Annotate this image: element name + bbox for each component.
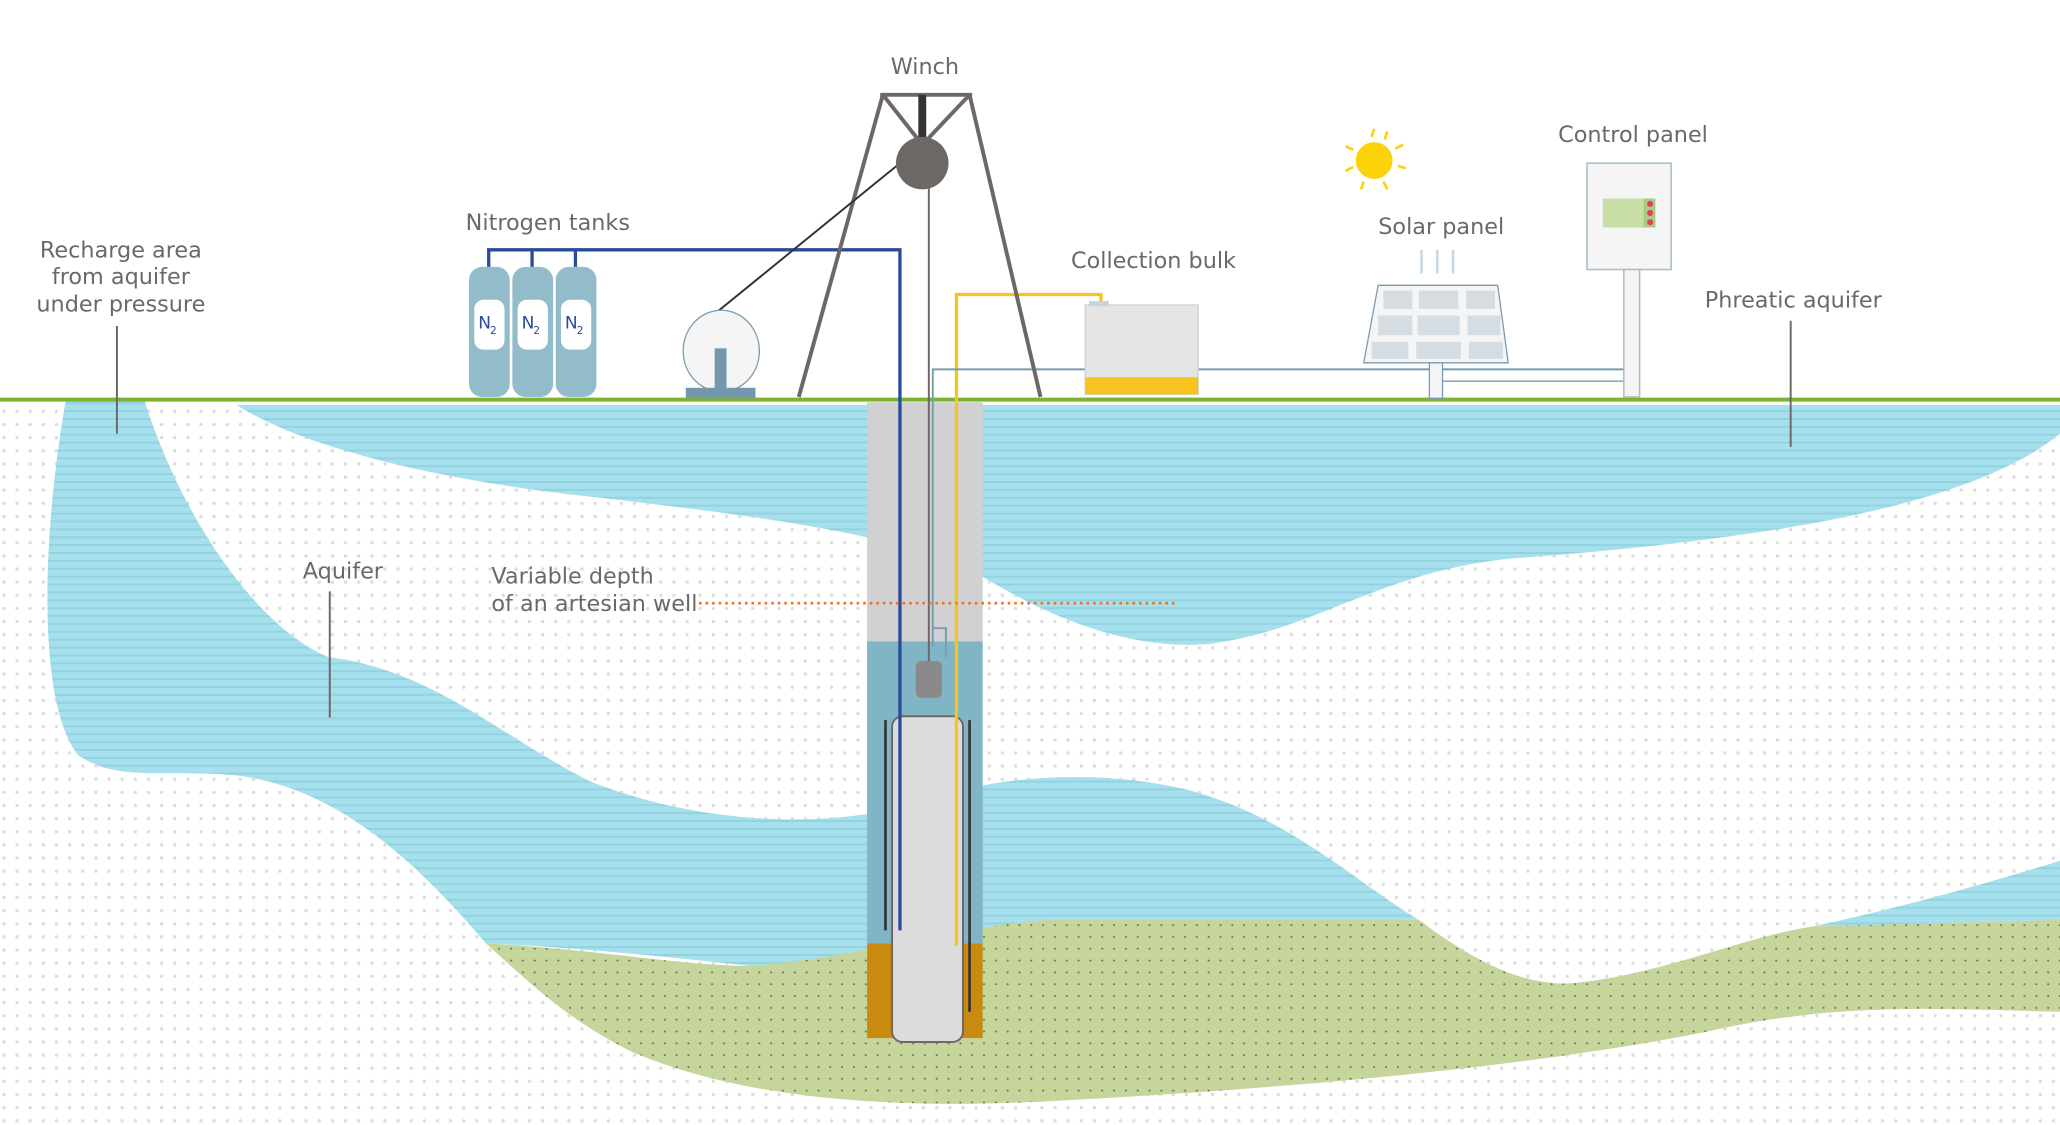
label-recharge-2: from aquifer — [52, 264, 191, 290]
label-nitrogen-tanks: Nitrogen tanks — [466, 210, 630, 236]
nitrogen-line — [487, 248, 902, 931]
label-recharge-3: under pressure — [36, 292, 205, 318]
well-pipe — [891, 715, 964, 1044]
label-solar-panel: Solar panel — [1378, 214, 1504, 240]
label-phreatic-aquifer: Phreatic aquifer — [1705, 288, 1883, 314]
nitrogen-tank: N 2 — [469, 266, 510, 397]
cable-reel — [682, 309, 761, 399]
label-winch: Winch — [891, 54, 959, 80]
control-panel — [1586, 162, 1672, 398]
svg-text:2: 2 — [533, 325, 540, 337]
pulley — [895, 136, 949, 190]
winch — [708, 92, 1043, 662]
label-control-panel: Control panel — [1558, 122, 1708, 148]
control-line — [931, 368, 1630, 658]
svg-text:N: N — [478, 314, 491, 334]
nitrogen-tanks: N 2 N 2 N 2 — [469, 266, 597, 397]
sun-icon — [1344, 128, 1407, 190]
solar-panel — [1362, 249, 1624, 399]
nitrogen-tank: N 2 — [512, 266, 554, 397]
nitrogen-tank: N 2 — [555, 266, 597, 397]
label-depth-1: Variable depth — [491, 564, 654, 590]
svg-text:N: N — [522, 314, 535, 334]
collection-bulk — [1084, 301, 1199, 395]
recharge-and-aquifer — [47, 400, 1419, 966]
label-aquifer: Aquifer — [303, 558, 384, 584]
svg-text:N: N — [565, 314, 578, 334]
svg-text:2: 2 — [577, 325, 584, 337]
upper-aquifer — [236, 404, 2060, 645]
pump — [915, 661, 942, 698]
well — [867, 402, 983, 1044]
right-aquifer — [1813, 860, 2060, 927]
label-collection-bulk: Collection bulk — [1071, 248, 1236, 274]
label-recharge-1: Recharge area — [40, 238, 202, 264]
label-depth-2: of an artesian well — [491, 591, 697, 617]
svg-text:2: 2 — [490, 325, 497, 337]
